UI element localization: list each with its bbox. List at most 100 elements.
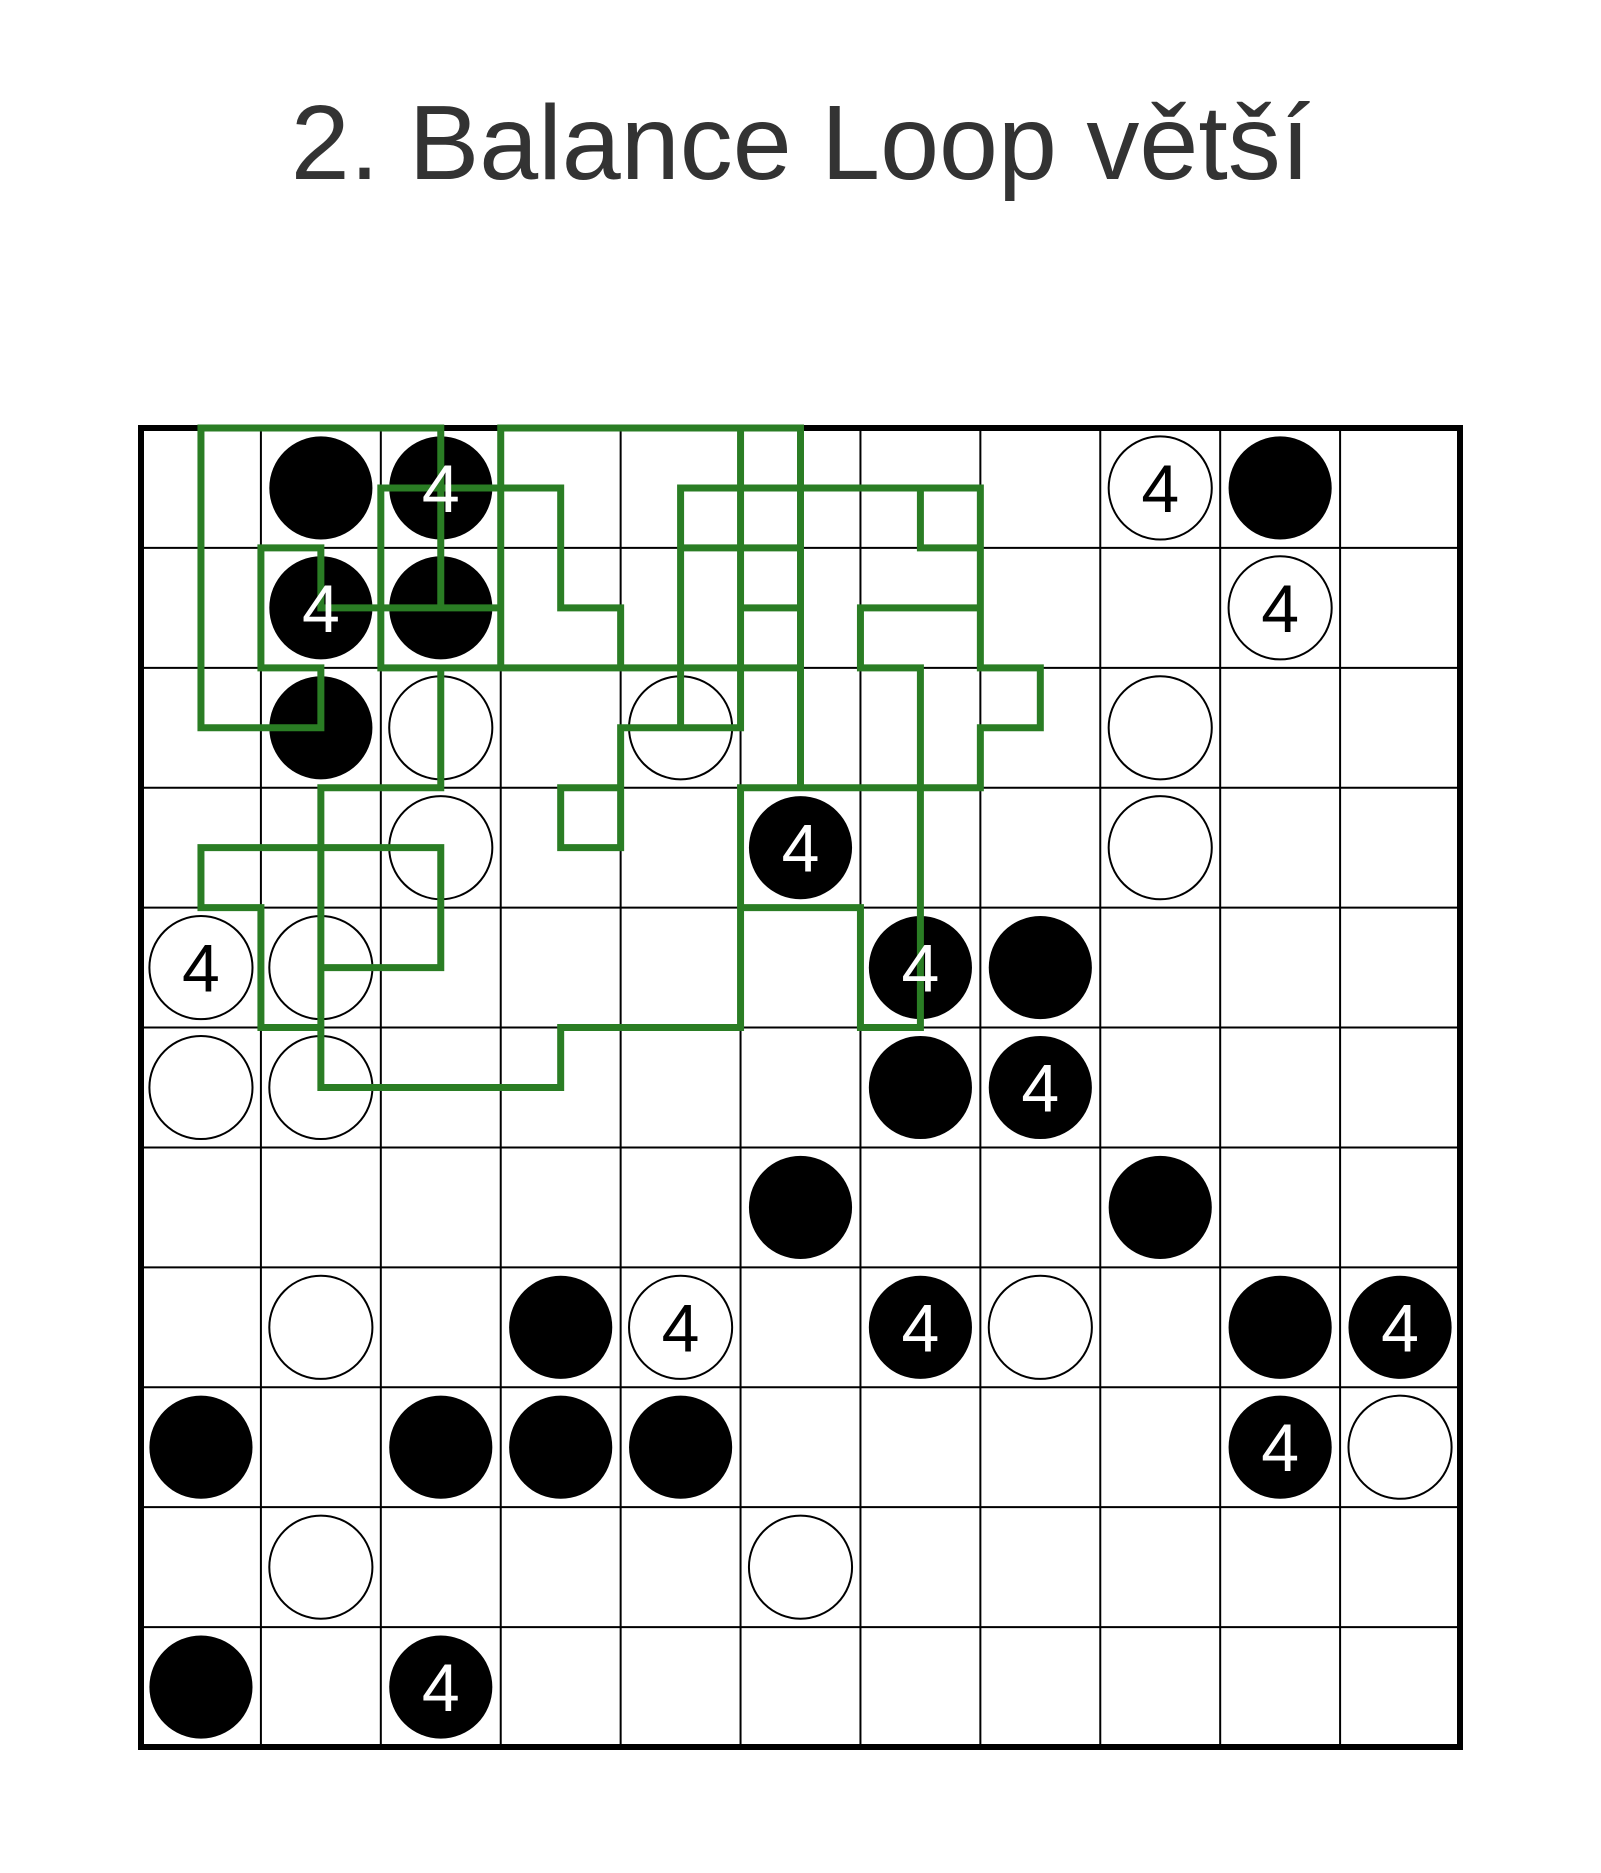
grid-cell[interactable] [741,908,861,1028]
white-circle [148,915,254,1021]
grid-cell[interactable] [741,1267,861,1387]
grid-cell[interactable] [621,1507,741,1627]
grid-cell[interactable] [1220,908,1340,1028]
balance-loop-line [197,424,1044,1091]
white-circle [148,1034,254,1141]
grid-cell[interactable] [1220,788,1340,908]
grid-cell[interactable] [980,548,1100,668]
white-circle [1107,435,1213,541]
grid-cell[interactable] [980,1507,1100,1627]
grid-cell[interactable] [741,1387,861,1507]
grid-cell[interactable] [1100,1387,1220,1507]
white-circle [1107,675,1213,781]
grid-cell[interactable] [860,1507,980,1627]
black-circle [868,1035,972,1140]
grid-cell[interactable] [501,908,621,1028]
grid-cell[interactable] [1220,1028,1340,1148]
grid-cell[interactable] [1100,1028,1220,1148]
grid-cell[interactable] [381,1267,501,1387]
clue-number: 4 [1261,571,1299,647]
grid-cell[interactable] [1340,548,1460,668]
black-circle [269,436,373,540]
grid-cell[interactable] [1340,908,1460,1028]
black-circle [748,796,853,900]
grid-cell[interactable] [1340,668,1460,788]
grid-cell[interactable] [141,1507,261,1627]
grid-cell[interactable] [621,908,741,1028]
grid-cell[interactable] [621,1627,741,1747]
grid-cell[interactable] [1340,1147,1460,1267]
grid-cell[interactable] [860,1627,980,1747]
grid-cell[interactable] [261,1147,381,1267]
black-circle [1228,436,1332,540]
white-circle [1107,795,1213,901]
grid-cell[interactable] [261,1387,381,1507]
black-circle [988,916,1092,1020]
black-circle [868,1275,972,1379]
grid-cell[interactable] [980,1387,1100,1507]
white-circle [268,1514,374,1620]
grid-cell[interactable] [621,1147,741,1267]
clue-number: 4 [1381,1290,1419,1366]
grid-cell[interactable] [501,1147,621,1267]
grid-cell[interactable] [1220,1147,1340,1267]
grid-cell[interactable] [980,1627,1100,1747]
grid-cell[interactable] [141,1267,261,1387]
clue-number: 4 [1261,1410,1299,1486]
grid-cell[interactable] [980,1147,1100,1267]
grid-cell[interactable] [1340,1507,1460,1627]
black-circle [1348,1275,1452,1379]
clue-number: 4 [422,1650,460,1726]
grid-cell[interactable] [1100,908,1220,1028]
white-circle [987,1274,1093,1380]
black-circle [748,1155,853,1259]
black-circle [1228,1275,1332,1379]
grid-cell[interactable] [1100,548,1220,668]
loop-layer [197,424,1044,1091]
grid-cell[interactable] [980,788,1100,908]
grid-cell[interactable] [501,668,621,788]
white-circle [747,1514,854,1620]
black-circle [389,1635,493,1739]
black-circle [1108,1155,1212,1259]
grid-cell[interactable] [741,1627,861,1747]
black-circle [629,1395,733,1499]
black-circle [149,1635,253,1739]
grid-cell[interactable] [1340,1028,1460,1148]
white-circle [1227,555,1333,661]
grid-cell[interactable] [1220,668,1340,788]
grid-cell[interactable] [261,1627,381,1747]
clue-number: 4 [302,571,340,647]
grid-cell[interactable] [621,788,741,908]
clue-number: 4 [901,1290,939,1366]
grid-cell[interactable] [1100,1627,1220,1747]
clue-number: 4 [782,811,820,887]
grid-cell[interactable] [1340,428,1460,548]
grid-cell[interactable] [980,428,1100,548]
grid-cell[interactable] [1340,788,1460,908]
black-circle [149,1395,253,1499]
grid-cell[interactable] [860,1387,980,1507]
grid-cell[interactable] [141,1147,261,1267]
grid-cell[interactable] [501,1627,621,1747]
grid-cell[interactable] [741,1028,861,1148]
black-circle [389,1395,493,1499]
grid-cell[interactable] [1100,1507,1220,1627]
grid-cell[interactable] [1100,1267,1220,1387]
black-circle [988,1035,1092,1140]
grid-cell[interactable] [860,1147,980,1267]
grid-cell[interactable] [381,1507,501,1627]
page-title: 2. Balance Loop větší [290,84,1311,202]
clue-number: 4 [182,931,220,1007]
clue-number: 4 [422,451,460,527]
grid-cell[interactable] [1220,1627,1340,1747]
clue-number: 4 [662,1290,700,1366]
grid-cell[interactable] [381,1147,501,1267]
grid-cell[interactable] [501,1507,621,1627]
grid-cell[interactable] [1340,1627,1460,1747]
grid-cell[interactable] [621,1028,741,1148]
grid-cell[interactable] [1220,1507,1340,1627]
black-circle [1228,1395,1332,1499]
